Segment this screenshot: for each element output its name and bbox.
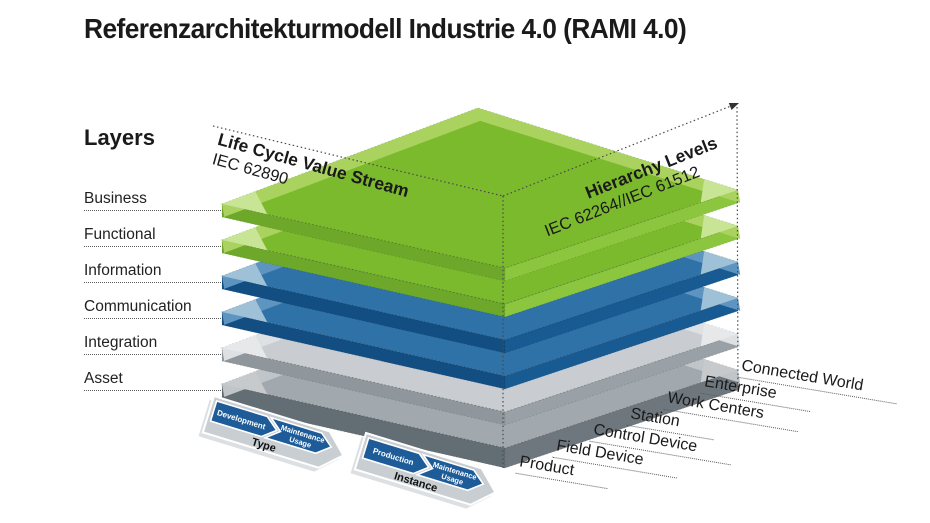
arrow-body bbox=[353, 431, 497, 506]
layer-label-information: Information bbox=[84, 262, 221, 283]
life-cycle-axis-label: Life Cycle Value Stream IEC 62890 bbox=[210, 129, 411, 222]
arrow-axis-label: Instance bbox=[393, 470, 439, 495]
slab-left-tip-highlight bbox=[222, 299, 268, 323]
slab-front-left-face bbox=[221, 347, 506, 426]
hierarchy-axis-label: Hierarchy Levels IEC 62264//IEC 61512 bbox=[534, 133, 728, 242]
layer-label-integration: Integration bbox=[84, 334, 221, 355]
slab-left-tip-highlight bbox=[222, 371, 268, 395]
slab-front-left-face bbox=[221, 275, 506, 354]
slab-back-rim-highlight bbox=[222, 252, 741, 361]
slab-top-face bbox=[220, 215, 740, 377]
slab-front-left-face bbox=[221, 203, 506, 282]
slab-front-left-face bbox=[221, 239, 506, 318]
layer-label-communication: Communication bbox=[84, 298, 221, 319]
arrow-segment bbox=[262, 416, 333, 455]
arrow-segment-label: MaintenanceUsage bbox=[429, 460, 478, 490]
layer-slab-integration bbox=[220, 251, 741, 426]
layer-label-functional: Functional bbox=[84, 226, 221, 247]
arrow-segment-label: Production bbox=[372, 446, 415, 467]
arrow-axis-label: Type bbox=[250, 436, 277, 455]
arrow-segment bbox=[414, 453, 485, 492]
arrow-segment bbox=[361, 436, 430, 475]
slab-right-tip-highlight bbox=[700, 323, 738, 347]
layer-slab-communication bbox=[220, 215, 741, 390]
slab-top-face bbox=[220, 179, 740, 341]
slab-front-left-face bbox=[221, 383, 506, 469]
layers-heading: Layers bbox=[84, 125, 155, 150]
slab-left-tip-highlight bbox=[222, 227, 268, 251]
slab-back-rim-highlight bbox=[222, 216, 741, 325]
arrow-body-shadow bbox=[350, 436, 491, 509]
slab-front-right-face bbox=[504, 261, 739, 354]
layer-label-business: Business bbox=[84, 190, 221, 211]
arrow-body-shadow bbox=[198, 399, 339, 472]
hierarchy-axis-arrowhead-icon bbox=[728, 102, 739, 111]
layer-slab-information bbox=[220, 179, 741, 354]
slab-left-tip-highlight bbox=[222, 335, 268, 359]
frame-edge-right-vertical bbox=[736, 106, 739, 391]
slab-right-tip-highlight bbox=[700, 251, 738, 275]
slab-front-right-face bbox=[504, 225, 739, 318]
slab-back-rim-highlight bbox=[222, 288, 741, 397]
arrow-segment-label: Development bbox=[216, 408, 267, 431]
slab-left-tip-highlight bbox=[222, 263, 268, 287]
arrow-segment bbox=[209, 399, 278, 438]
layer-label-asset: Asset bbox=[84, 370, 221, 391]
slab-right-tip-highlight bbox=[700, 215, 738, 239]
slab-front-left-face bbox=[221, 311, 506, 390]
slab-right-tip-highlight bbox=[700, 287, 738, 311]
arrow-body bbox=[201, 394, 345, 469]
slab-left-tip-highlight bbox=[222, 191, 268, 215]
slab-right-tip-highlight bbox=[700, 179, 738, 203]
slab-top-face bbox=[220, 251, 740, 413]
page-title: Referenzarchitekturmodell Industrie 4.0 … bbox=[84, 13, 687, 44]
arrow-segment-label: MaintenanceUsage bbox=[277, 423, 326, 453]
